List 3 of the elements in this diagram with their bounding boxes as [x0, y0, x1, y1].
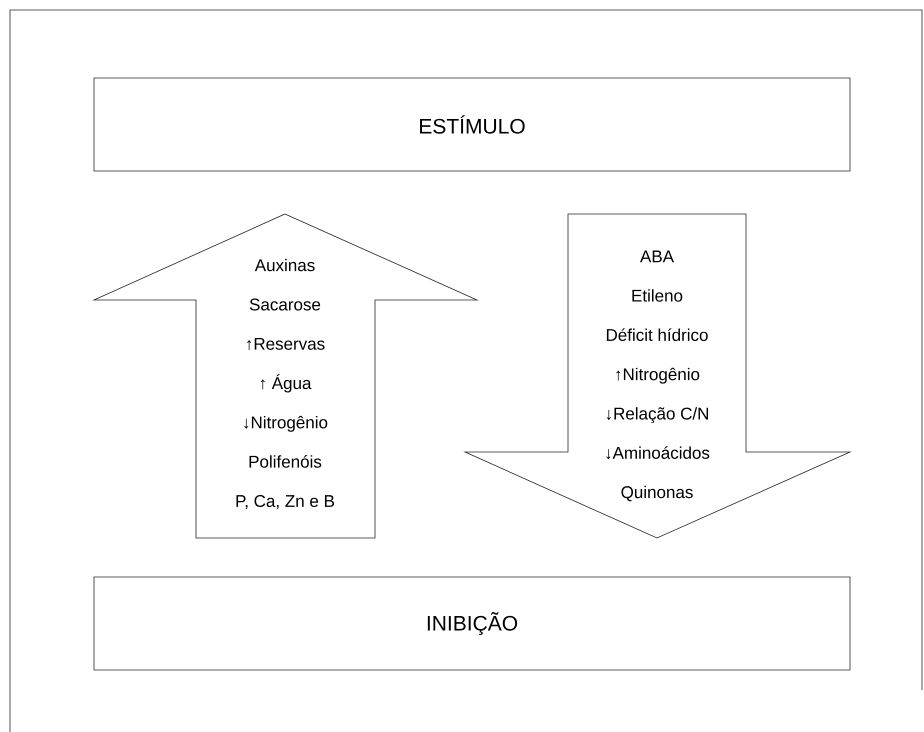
text-box: ESTÍMULO — [94, 78, 850, 172]
text-box: INIBIÇÃO — [94, 576, 850, 670]
arrow-shaped-panel: ABA Etileno Déficit hídrico ↑Nitrogênio ↓Relação C/N ↓Aminoácidos Quinonas — [463, 214, 852, 538]
